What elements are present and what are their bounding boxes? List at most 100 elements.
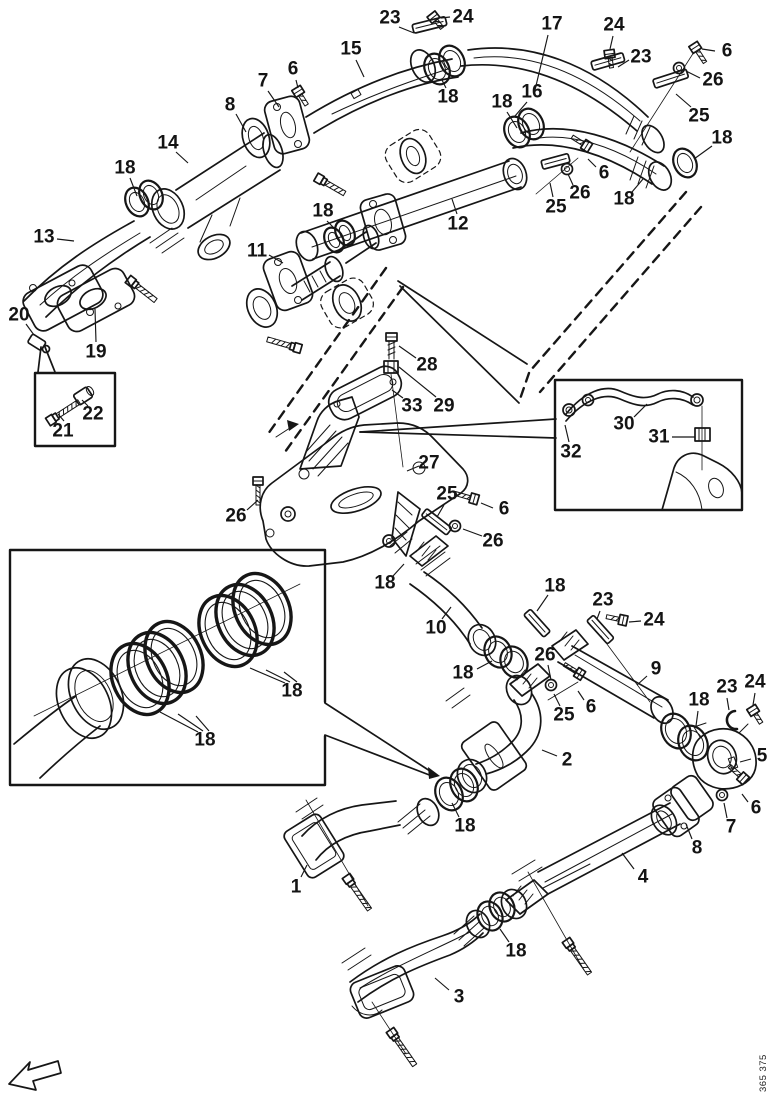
leader-line [567,173,574,186]
callout-20: 20 [8,305,29,326]
callout-18: 18 [312,201,333,222]
leader-line [295,79,299,89]
callout-9: 9 [651,659,662,680]
leader-line [441,606,452,620]
leader-line [436,504,445,518]
clip-23-drawing [725,709,739,731]
leader-line [723,802,728,819]
seal-ring-glyph [334,219,356,247]
leader-line [249,667,286,684]
seal-ring-glyph [677,724,709,762]
leader-line [752,692,756,706]
leader-line [621,852,635,870]
clamp-glyph [590,52,626,71]
callout-12: 12 [447,214,468,235]
callout-25: 25 [688,106,710,127]
stud-glyph [124,274,158,304]
callout-6: 6 [288,59,299,80]
assembly-line [527,871,585,971]
leader-line [398,366,437,398]
bolt-glyph [453,490,481,506]
callout-18: 18 [452,663,473,684]
bolt-glyph [562,662,587,682]
callout-24: 24 [603,15,625,36]
drawing-number: 365 375 [758,1054,769,1092]
seal-ring-large-glyph [143,619,205,695]
pipe-9-drawing [551,629,674,725]
nut-glyph [715,788,729,802]
leader-line [451,802,460,818]
callout-2: 2 [562,750,573,771]
callout-13: 13 [33,227,54,248]
assembly-lines [535,51,695,701]
fastener-glyphs [44,10,764,1068]
callout-26: 26 [225,506,246,527]
pipe-1-drawing [283,797,440,879]
callout-22: 22 [82,404,103,425]
callout-26: 26 [702,70,723,91]
tick-mark [295,797,318,813]
leader-line [547,664,552,681]
leader-line [577,690,585,701]
leader-line [506,111,518,129]
tick-mark [394,538,413,554]
callout-10: 10 [425,618,446,639]
leader-line [739,758,752,763]
clamp-glyph [421,508,453,536]
bracket-27-drawing [259,396,469,567]
callout-18: 18 [613,189,634,210]
leader-line [553,693,561,707]
leader-line [81,399,89,407]
callout-8: 8 [225,95,236,116]
clamp-glyph [411,15,448,34]
leader-line [265,669,291,683]
bolt-glyph [252,476,264,506]
callout-14: 14 [157,133,179,154]
callout-28: 28 [416,355,437,376]
leader-line [398,26,415,34]
callout-24: 24 [452,7,474,28]
callout-21: 21 [52,421,74,442]
leader-line [476,660,493,670]
leader-line [480,502,494,509]
leader-line [633,403,648,418]
seal-ring-glyph [438,44,466,78]
leader-line [726,697,730,711]
callout-6: 6 [499,499,510,520]
tick-mark [301,804,324,820]
callout-24: 24 [643,610,665,631]
seal-ring-large-glyph [231,571,293,647]
stud-glyph [266,336,304,355]
leader-line [587,158,597,168]
nut-glyph [560,162,574,176]
leader-line [695,710,699,727]
seal-ring-glyph [517,107,545,141]
nut-glyph [672,61,686,75]
callout-16: 16 [521,82,542,103]
leader-line [300,864,308,878]
leader-line [536,594,549,612]
seal-ring-glyph [449,767,479,803]
leader-line [355,59,365,78]
seal-ring-glyph [476,900,504,932]
leader-line [631,178,644,193]
nut-glyph [448,519,462,533]
callout-18: 18 [544,576,565,597]
clamp-glyph [523,608,551,638]
tick-mark [511,859,536,875]
bolt-glyph [727,764,751,786]
tick-mark [341,947,366,964]
leader-line [235,113,247,133]
detail-box-oil-line [553,378,744,512]
flange-7-drawing [263,95,311,155]
leader-line [514,101,528,117]
viewing-direction-arrow-icon [8,1060,62,1091]
mount-direction-arrow [275,420,299,438]
leader-line [177,713,204,732]
callout-4: 4 [638,867,649,888]
callout-7: 7 [726,817,737,838]
callout-27: 27 [418,453,439,474]
